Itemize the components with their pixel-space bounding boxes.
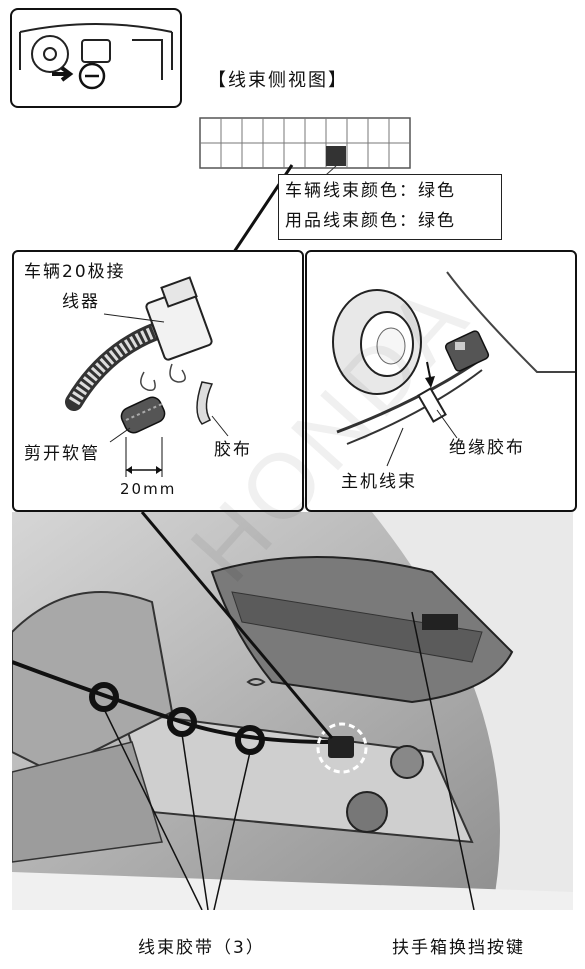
cut-tube-label: 剪开软管 [24, 444, 100, 464]
connector-illustration [65, 276, 229, 477]
vehicle-harness-color: 车辆线束颜色：绿色 [285, 181, 456, 201]
location-inset [10, 8, 182, 108]
shift-button-label: 扶手箱换挡按键 [392, 938, 525, 958]
view-title: 【线束侧视图】 [208, 70, 348, 91]
insulation-illustration [332, 271, 575, 467]
harness-ties-label: 线束胶带（3） [138, 938, 265, 958]
connector-label-line2: 线器 [62, 292, 100, 312]
connector-detail-panel: 车辆20极接 线器 剪开软管 胶布 20mm [12, 250, 304, 512]
connector-label-line1: 车辆20极接 [24, 262, 126, 282]
color-note-box: 车辆线束颜色：绿色 用品线束颜色：绿色 [278, 174, 502, 240]
insulation-tape-label: 绝缘胶布 [449, 438, 525, 458]
insulation-detail-panel: 绝缘胶布 主机线束 [305, 250, 577, 512]
tape-label: 胶布 [214, 440, 252, 460]
installation-photo [12, 512, 573, 910]
photo-illustration [12, 512, 573, 910]
dimension-label: 20mm [120, 480, 177, 498]
dashboard-location-icon [19, 23, 173, 90]
connector-front-view [199, 117, 411, 260]
main-harness-label: 主机线束 [341, 472, 417, 492]
accessory-harness-color: 用品线束颜色：绿色 [285, 211, 456, 231]
